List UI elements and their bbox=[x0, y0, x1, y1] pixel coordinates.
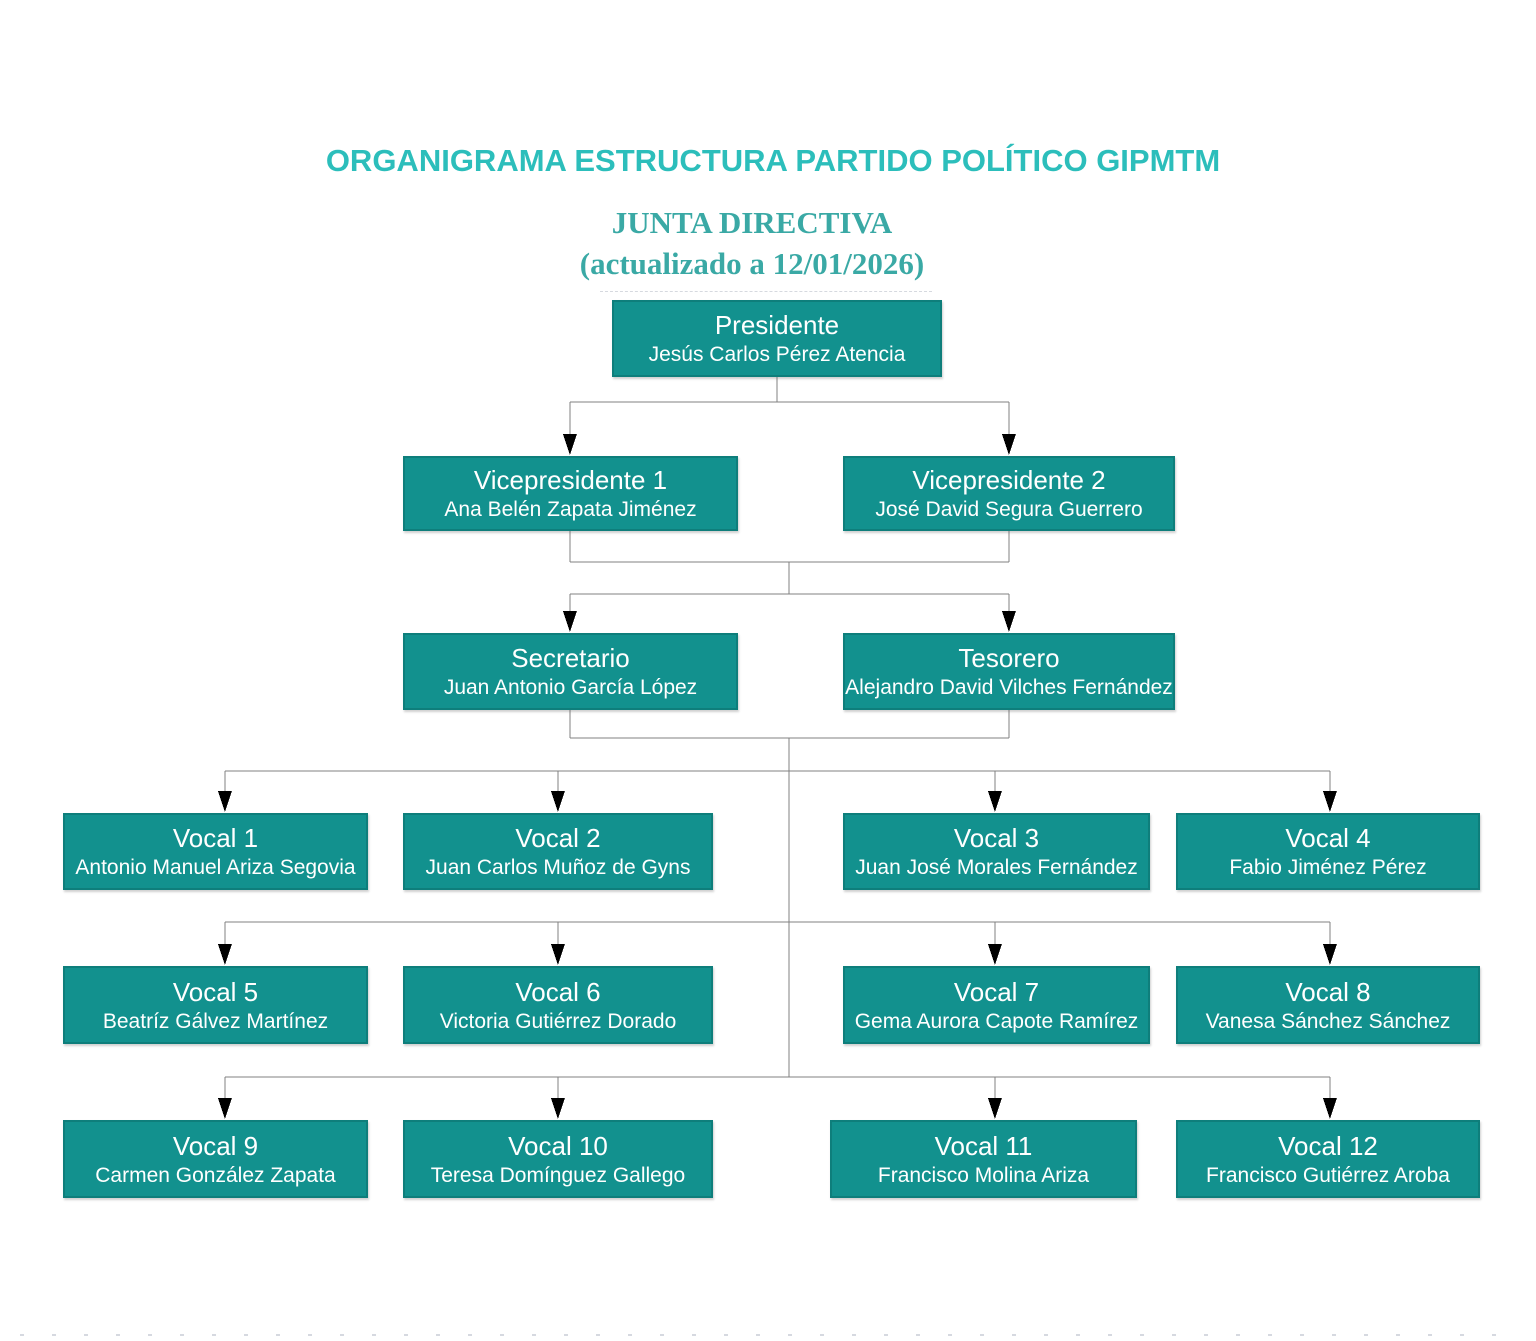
arrow-down-icon bbox=[551, 791, 565, 812]
node-role: Tesorero bbox=[958, 643, 1060, 673]
org-node-vicepresidente-2: Vicepresidente 2 José David Segura Guerr… bbox=[843, 456, 1175, 531]
arrow-down-icon bbox=[551, 944, 565, 965]
node-role: Vocal 5 bbox=[172, 976, 259, 1007]
node-name: Teresa Domínguez Gallego bbox=[430, 1163, 686, 1187]
node-role: Vocal 2 bbox=[515, 823, 601, 853]
node-name: Juan José Morales Fernández bbox=[855, 856, 1138, 879]
arrow-down-icon bbox=[551, 1098, 565, 1119]
org-node-vocal-1: Vocal 1 Antonio Manuel Ariza Segovia bbox=[63, 813, 368, 890]
dashed-frame-artifact bbox=[600, 291, 932, 292]
org-node-vocal-4: Vocal 4 Fabio Jiménez Pérez bbox=[1176, 813, 1480, 890]
node-role: Vocal 9 bbox=[172, 1130, 259, 1161]
node-name: Vanesa Sánchez Sánchez bbox=[1205, 1009, 1451, 1033]
org-node-vocal-7: Vocal 7 Gema Aurora Capote Ramírez bbox=[843, 966, 1150, 1044]
node-name: Francisco Molina Ariza bbox=[877, 1163, 1090, 1187]
org-node-vocal-10: Vocal 10 Teresa Domínguez Gallego bbox=[403, 1120, 713, 1198]
node-role: Vocal 8 bbox=[1285, 976, 1371, 1007]
page-bottom-dots-artifact bbox=[20, 1334, 1518, 1336]
org-node-vocal-5: Vocal 5 Beatríz Gálvez Martínez bbox=[63, 966, 368, 1044]
arrow-down-icon bbox=[218, 791, 232, 812]
board-subtitle-block: JUNTA DIRECTIVA (actualizado a 12/01/202… bbox=[0, 202, 1504, 284]
node-name: Alejandro David Vilches Fernández bbox=[845, 676, 1173, 699]
node-name: Juan Carlos Muñoz de Gyns bbox=[425, 856, 691, 879]
arrow-down-icon bbox=[988, 1098, 1002, 1119]
node-role: Vocal 7 bbox=[953, 976, 1040, 1007]
arrow-down-icon bbox=[988, 791, 1002, 812]
node-name: Antonio Manuel Ariza Segovia bbox=[75, 856, 356, 879]
arrow-down-icon bbox=[1002, 611, 1016, 632]
connector-level-1 bbox=[563, 377, 1016, 455]
arrow-down-icon bbox=[218, 1098, 232, 1119]
arrow-down-icon bbox=[1323, 944, 1337, 965]
arrow-down-icon bbox=[1323, 791, 1337, 812]
arrow-down-icon bbox=[218, 944, 232, 965]
node-name: José David Segura Guerrero bbox=[875, 498, 1143, 521]
arrow-down-icon bbox=[563, 611, 577, 632]
org-node-vocal-2: Vocal 2 Juan Carlos Muñoz de Gyns bbox=[403, 813, 713, 890]
org-node-vocal-11: Vocal 11 Francisco Molina Ariza bbox=[830, 1120, 1137, 1198]
arrow-down-icon bbox=[988, 944, 1002, 965]
page-title: ORGANIGRAMA ESTRUCTURA PARTIDO POLÍTICO … bbox=[325, 143, 1221, 178]
node-role: Vocal 11 bbox=[934, 1130, 1033, 1161]
node-name: Beatríz Gálvez Martínez bbox=[102, 1009, 329, 1033]
org-node-vicepresidente-1: Vicepresidente 1 Ana Belén Zapata Jiméne… bbox=[403, 456, 738, 531]
org-node-vocal-3: Vocal 3 Juan José Morales Fernández bbox=[843, 813, 1150, 890]
arrow-down-icon bbox=[563, 434, 577, 455]
node-role: Vocal 12 bbox=[1278, 1130, 1378, 1161]
org-node-vocal-9: Vocal 9 Carmen González Zapata bbox=[63, 1120, 368, 1198]
org-node-vocal-6: Vocal 6 Victoria Gutiérrez Dorado bbox=[403, 966, 713, 1044]
updated-date: (actualizado a 12/01/2026) bbox=[579, 246, 925, 281]
node-name: Carmen González Zapata bbox=[95, 1163, 336, 1187]
node-name: Jesús Carlos Pérez Atencia bbox=[648, 343, 906, 366]
node-name: Francisco Gutiérrez Aroba bbox=[1206, 1163, 1450, 1187]
node-role: Vocal 3 bbox=[953, 823, 1040, 853]
node-name: Juan Antonio García López bbox=[443, 676, 698, 699]
org-node-tesorero: Tesorero Alejandro David Vilches Fernánd… bbox=[843, 633, 1175, 710]
connector-level-3 bbox=[218, 710, 1337, 1119]
org-node-vocal-8: Vocal 8 Vanesa Sánchez Sánchez bbox=[1176, 966, 1480, 1044]
org-node-secretario: Secretario Juan Antonio García López bbox=[403, 633, 738, 710]
node-name: Fabio Jiménez Pérez bbox=[1229, 856, 1427, 879]
org-node-vocal-12: Vocal 12 Francisco Gutiérrez Aroba bbox=[1176, 1120, 1480, 1198]
node-name: Victoria Gutiérrez Dorado bbox=[439, 1009, 677, 1033]
node-role: Vicepresidente 1 bbox=[473, 465, 668, 495]
node-role: Secretario bbox=[511, 643, 630, 673]
org-node-presidente: Presidente Jesús Carlos Pérez Atencia bbox=[612, 300, 942, 377]
node-role: Vocal 6 bbox=[515, 976, 601, 1007]
node-role: Vocal 4 bbox=[1285, 823, 1371, 853]
arrow-down-icon bbox=[1002, 434, 1016, 455]
node-name: Ana Belén Zapata Jiménez bbox=[444, 498, 697, 521]
node-role: Vicepresidente 2 bbox=[912, 465, 1106, 495]
board-title: JUNTA DIRECTIVA bbox=[611, 205, 893, 240]
arrow-down-icon bbox=[1323, 1098, 1337, 1119]
node-name: Gema Aurora Capote Ramírez bbox=[854, 1009, 1139, 1033]
connector-level-2 bbox=[563, 531, 1016, 632]
node-role: Presidente bbox=[714, 310, 840, 340]
node-role: Vocal 1 bbox=[172, 823, 259, 853]
node-role: Vocal 10 bbox=[508, 1130, 608, 1161]
